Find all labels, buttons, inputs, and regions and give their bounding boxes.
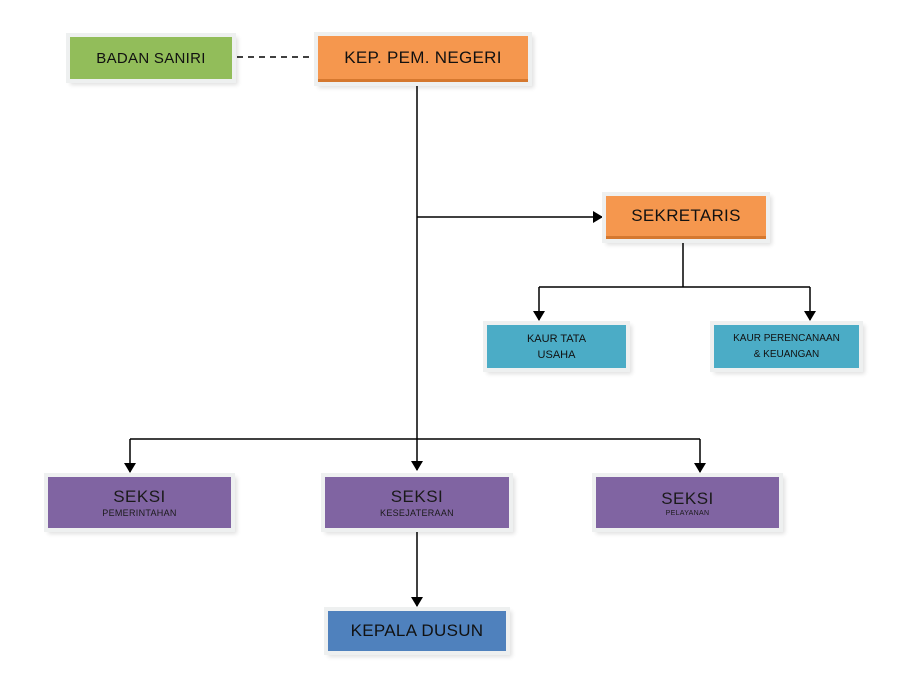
node-seksi-kesejateraan: SEKSI KESEJATERAAN	[325, 477, 509, 528]
node-seksi-pemerintahan: SEKSI PEMERINTAHAN	[48, 477, 231, 528]
node-kaur-tata-usaha-line1: KAUR TATA	[526, 332, 587, 345]
node-kep-pem-negeri: KEP. PEM. NEGERI	[318, 36, 528, 82]
node-kep-pem-negeri-label: KEP. PEM. NEGERI	[344, 47, 502, 67]
node-sekretaris: SEKRETARIS	[606, 196, 766, 239]
node-seksi-pemerintahan-title: SEKSI	[113, 487, 166, 506]
node-badan-saniri-label: BADAN SANIRI	[96, 49, 206, 67]
node-seksi-pelayanan-sub: PELAYANAN	[665, 509, 710, 517]
node-seksi-pelayanan: SEKSI PELAYANAN	[596, 477, 779, 528]
node-kepala-dusun-label: KEPALA DUSUN	[350, 621, 484, 640]
node-kaur-tata-usaha-line2: USAHA	[537, 348, 576, 361]
node-seksi-kesejateraan-sub: KESEJATERAAN	[380, 508, 454, 518]
node-kaur-tata-usaha: KAUR TATA USAHA	[487, 325, 626, 368]
node-seksi-pemerintahan-sub: PEMERINTAHAN	[102, 508, 177, 518]
node-kepala-dusun: KEPALA DUSUN	[328, 611, 506, 651]
node-seksi-pelayanan-title: SEKSI	[661, 488, 714, 508]
node-badan-saniri: BADAN SANIRI	[70, 37, 232, 79]
node-sekretaris-label: SEKRETARIS	[631, 206, 741, 225]
node-kaur-perencanaan-line1: KAUR PERENCANAAN	[733, 332, 840, 344]
node-kaur-perencanaan-line2: & KEUANGAN	[753, 348, 820, 360]
node-seksi-kesejateraan-title: SEKSI	[390, 487, 444, 506]
node-kaur-perencanaan: KAUR PERENCANAAN & KEUANGAN	[714, 325, 859, 368]
